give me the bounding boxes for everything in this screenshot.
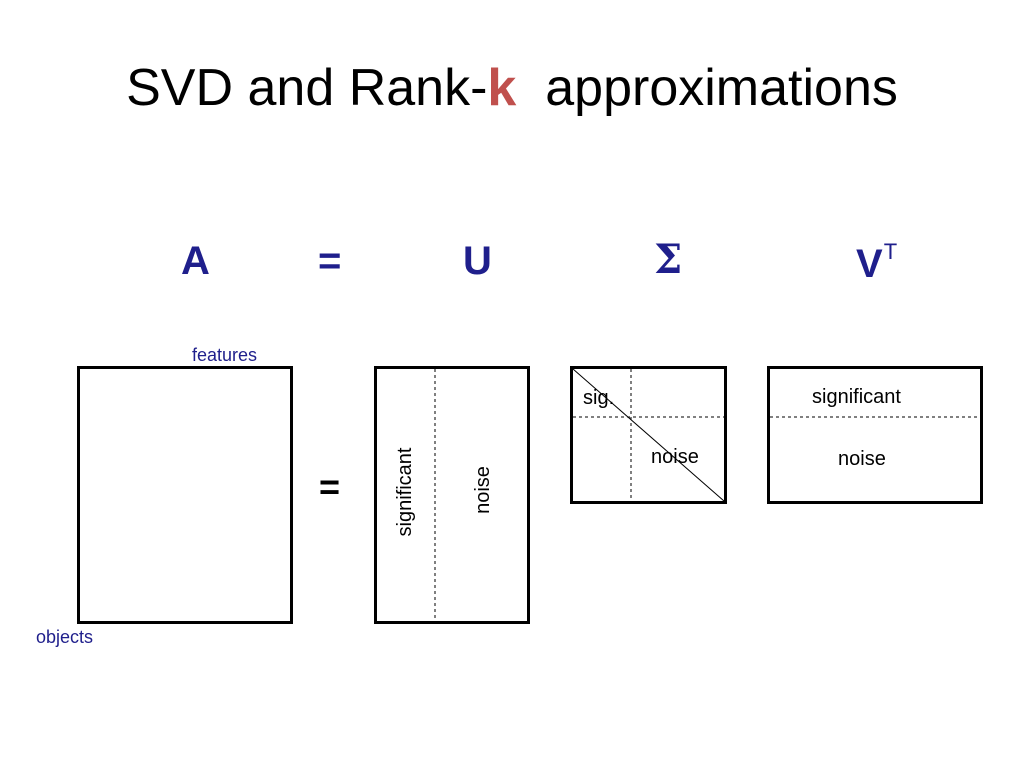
slide-title: SVD and Rank-k approximations: [0, 62, 1024, 114]
symbol-v: V: [856, 242, 883, 286]
vt-significant-label: significant: [812, 386, 901, 408]
matrix-sigma-box: [570, 366, 727, 504]
title-accent-k: k: [487, 59, 517, 117]
sigma-noise-label: noise: [651, 446, 699, 468]
vt-noise-label: noise: [838, 448, 886, 470]
u-significant-label: significant: [394, 447, 416, 537]
sigma-sig-label: sig.: [583, 387, 615, 409]
title-suffix: approximations: [516, 59, 898, 117]
sigma-diagonal-line: [572, 368, 725, 502]
features-label: features: [192, 345, 258, 365]
title-prefix: SVD and Rank-: [126, 59, 488, 117]
symbol-u: U: [463, 239, 492, 283]
matrix-a-box: [77, 366, 293, 624]
symbol-a: A: [181, 239, 210, 283]
matrix-u-box: [374, 366, 530, 624]
symbol-vt: VT: [856, 239, 898, 286]
symbol-transpose: T: [883, 239, 898, 264]
big-equals-sign: =: [319, 466, 341, 507]
objects-label: objects: [36, 627, 94, 647]
matrix-vt-box: [767, 366, 983, 504]
symbol-sigma: Σ: [654, 236, 683, 283]
u-noise-label: noise: [472, 466, 494, 514]
symbol-equals: =: [318, 239, 342, 283]
